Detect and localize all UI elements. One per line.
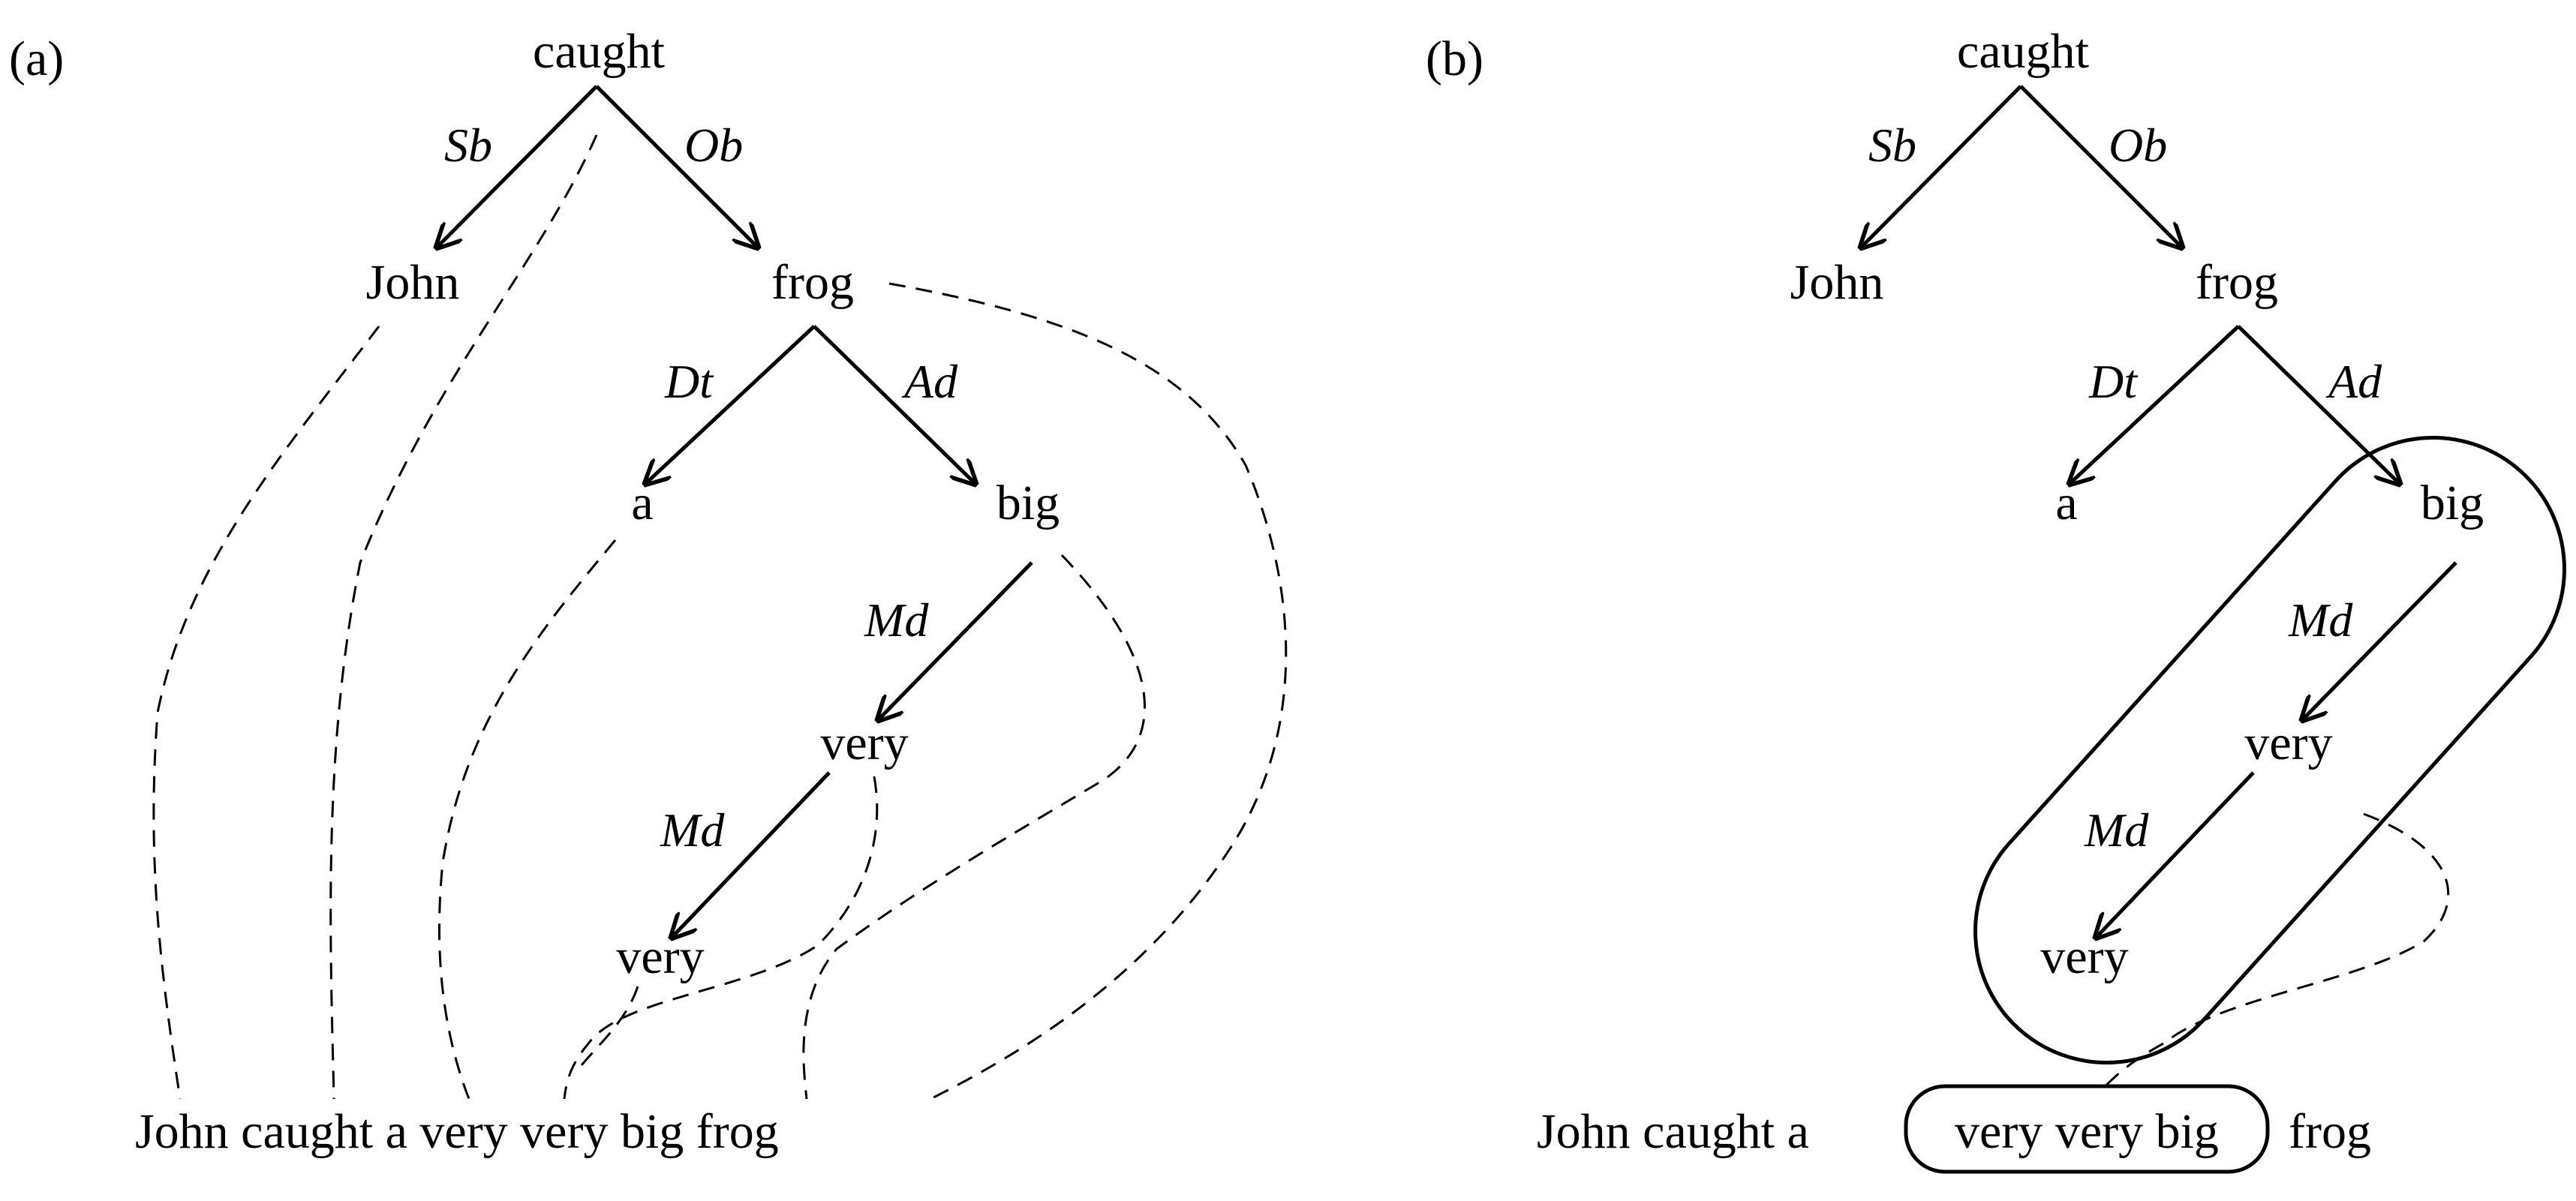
edge-frog-a [645, 325, 816, 484]
projection-a [437, 539, 617, 1100]
edge-label-sb: Sb [444, 119, 492, 172]
edge-caught-frog [595, 85, 758, 248]
edge-label-ob: Ob [684, 119, 743, 172]
panel-a-sentence: John caught a very very big frog [135, 1104, 779, 1159]
edge-label-sb: Sb [1868, 119, 1916, 172]
edge-caught-frog [2019, 85, 2182, 248]
edge-caught-john [437, 85, 598, 248]
panel-b-sentence-suffix: frog [2289, 1104, 2371, 1159]
projection-john [152, 326, 380, 1100]
subtree-enclosure [1973, 435, 2566, 1065]
projection-very-2 [580, 986, 639, 1066]
node-john: John [366, 255, 460, 310]
edge-frog-a [2070, 325, 2240, 484]
node-big: big [2421, 476, 2484, 530]
edge-big-very [878, 561, 1033, 720]
edge-frog-big [813, 325, 975, 484]
sentence-group-outline [1904, 1084, 2270, 1174]
panel-a: (a) Sb Ob Dt Ad Md Md caught John frog a… [9, 24, 1288, 1159]
edge-very-very [2096, 771, 2255, 938]
node-very-1: very [2244, 716, 2332, 770]
node-a: a [2055, 476, 2077, 530]
projection-frog [888, 282, 1288, 1100]
node-very-2: very [616, 929, 704, 984]
edge-label-dt: Dt [664, 355, 714, 408]
edge-label-md-1: Md [2288, 593, 2353, 647]
edge-label-ob: Ob [2109, 119, 2167, 172]
node-very-1: very [820, 716, 908, 770]
node-big: big [996, 476, 1060, 530]
panel-b: (b) Sb Ob Dt Ad Md Md caught John frog a… [1426, 24, 2566, 1174]
node-caught: caught [533, 24, 665, 79]
edge-label-ad: Ad [901, 355, 958, 408]
edge-label-dt: Dt [2088, 355, 2139, 408]
node-frog: frog [771, 255, 854, 310]
projection-caught [329, 134, 598, 1100]
edge-caught-john [1861, 85, 2022, 248]
panel-b-label: (b) [1426, 32, 1483, 86]
node-very-2: very [2040, 929, 2128, 984]
edge-frog-big [2237, 325, 2400, 484]
edge-very-very [672, 771, 831, 938]
edge-label-md-1: Md [864, 593, 929, 647]
edge-label-ad: Ad [2325, 355, 2382, 408]
projection-very-1 [563, 776, 879, 1100]
node-caught: caught [1957, 24, 2089, 79]
node-john: John [1790, 255, 1884, 310]
edge-big-very [2302, 561, 2457, 720]
edge-label-md-2: Md [660, 803, 725, 857]
node-a: a [631, 476, 653, 530]
panel-b-sentence-group: very very big [1955, 1104, 2219, 1159]
panel-a-label: (a) [9, 32, 64, 86]
projection-big [802, 554, 1146, 1100]
panel-b-sentence-prefix: John caught a [1537, 1104, 1809, 1159]
projection-subtree [2104, 812, 2450, 1088]
edge-label-md-2: Md [2084, 803, 2149, 857]
node-frog: frog [2196, 255, 2278, 310]
